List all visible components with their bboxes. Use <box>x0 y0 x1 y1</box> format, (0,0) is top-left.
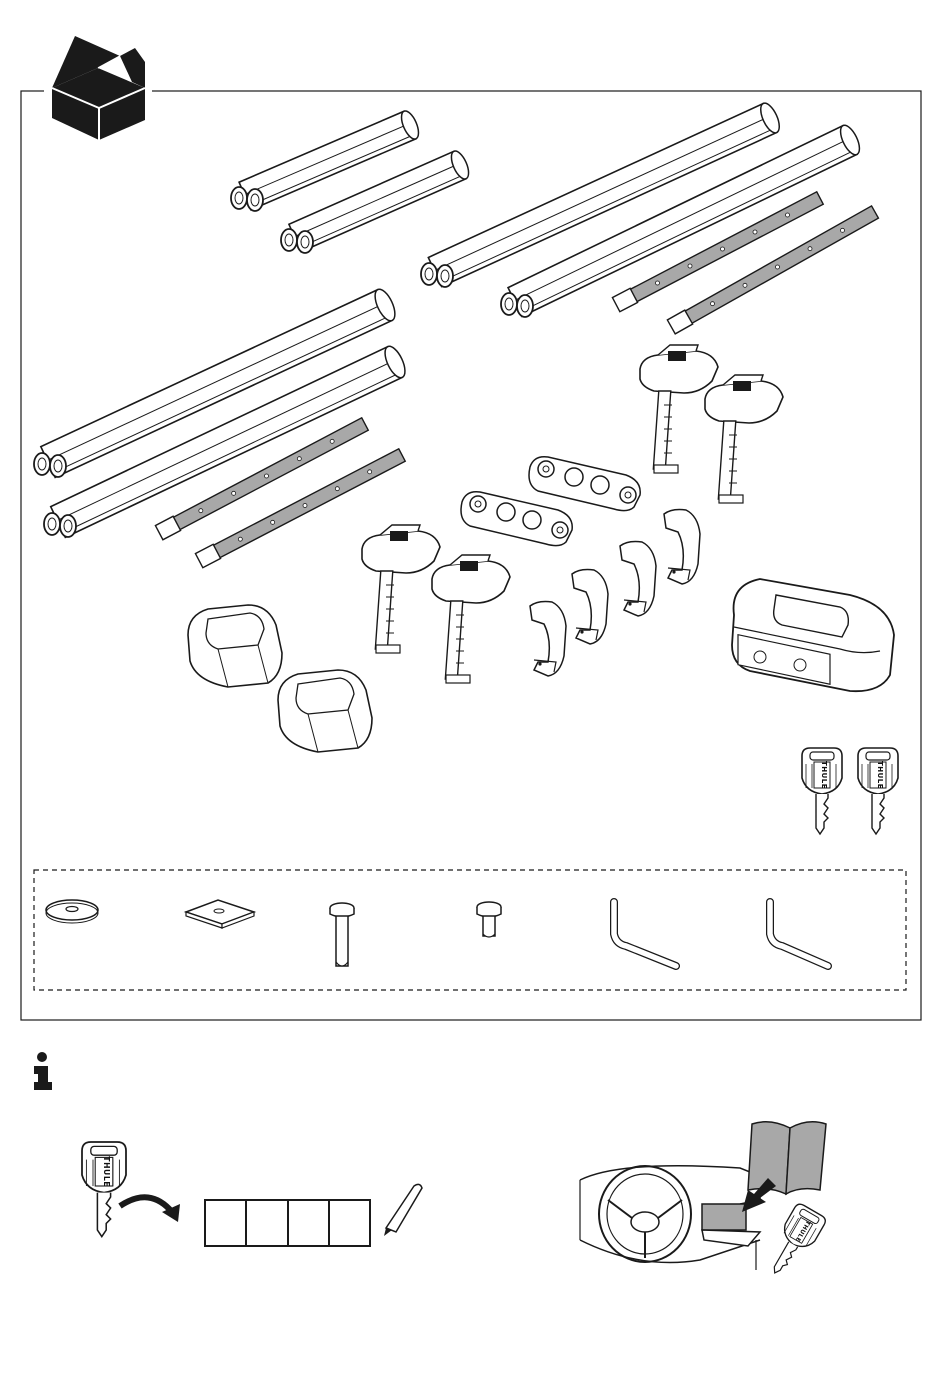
foot-unit <box>705 375 783 503</box>
washer <box>46 900 98 923</box>
key-icon: THULE <box>82 1142 126 1237</box>
clamp-bracket <box>529 457 640 511</box>
square-plate <box>186 900 254 928</box>
keys: THULE THULE <box>802 748 898 834</box>
rubber-pad <box>664 510 700 585</box>
short-bolt <box>477 902 501 937</box>
marker-pen-icon <box>384 1184 422 1236</box>
rubber-pad <box>572 570 608 645</box>
key-brand-text: THULE <box>102 1156 111 1187</box>
foot-units <box>362 345 783 683</box>
key-brand-text: THULE <box>876 761 884 789</box>
lock-cover <box>732 579 894 691</box>
key-icon: THULE <box>858 748 898 834</box>
end-cap <box>188 605 282 687</box>
foot-unit <box>362 525 440 653</box>
key-number-boxes <box>205 1200 370 1246</box>
hardware-box <box>34 870 906 990</box>
manual-book-icon <box>748 1122 826 1194</box>
info-key-illustration: THULE <box>82 1142 126 1237</box>
info-key-small: THULE <box>761 1202 827 1282</box>
rubber-pad <box>620 542 656 617</box>
arrow-icon <box>120 1197 180 1222</box>
allen-key <box>770 902 828 966</box>
rubber-pad <box>530 602 566 677</box>
roof-bars <box>34 101 863 538</box>
long-bolt <box>330 903 354 966</box>
car-dashboard-illustration <box>580 1166 760 1270</box>
open-box-icon <box>44 36 152 140</box>
key-brand-text: THULE <box>820 761 828 789</box>
foot-unit <box>432 555 510 683</box>
clamp-bracket <box>461 492 572 546</box>
end-cap <box>278 670 372 752</box>
allen-key <box>614 902 676 966</box>
info-i-icon <box>34 1052 52 1090</box>
key-icon: THULE <box>761 1202 827 1282</box>
key-icon: THULE <box>802 748 842 834</box>
